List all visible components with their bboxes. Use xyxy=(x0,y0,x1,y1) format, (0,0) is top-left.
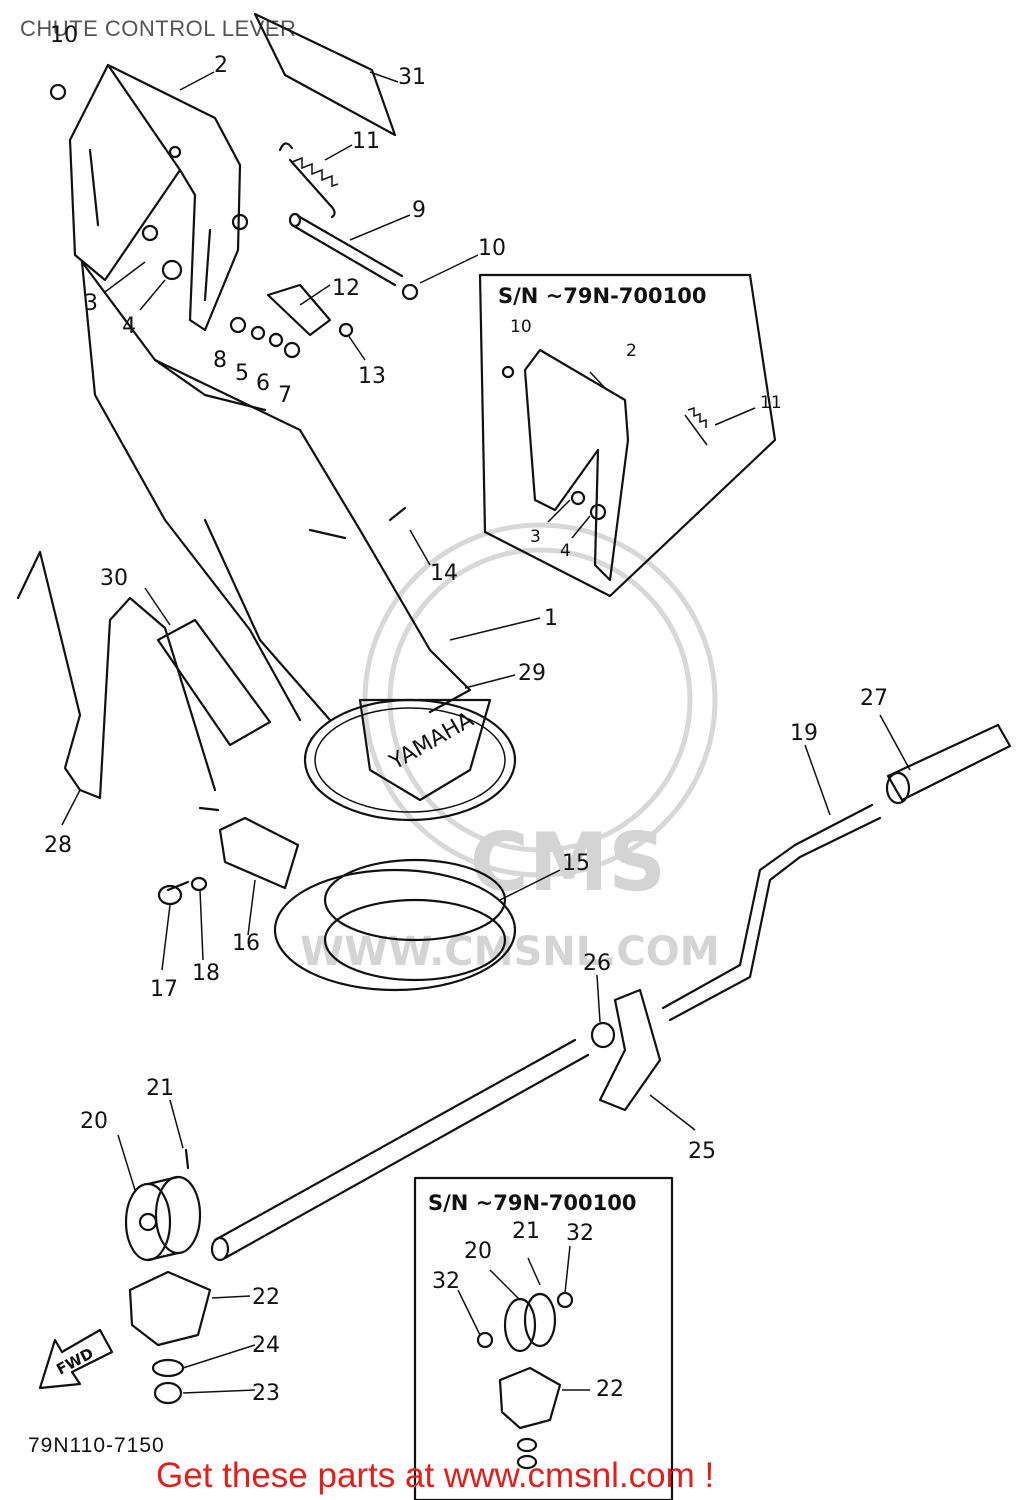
callout-16: 16 xyxy=(232,931,260,956)
callout-21: 21 xyxy=(146,1076,174,1101)
leader-lines xyxy=(61,71,911,1394)
callout-22: 22 xyxy=(252,1285,280,1310)
callout-13: 13 xyxy=(358,364,386,389)
callout-3: 3 xyxy=(84,291,98,316)
callout-5: 5 xyxy=(235,361,249,386)
inset-bottom-callout-21: 21 xyxy=(512,1219,540,1244)
callout-11: 11 xyxy=(352,129,380,154)
callout-1: 1 xyxy=(544,606,558,631)
callout-4: 4 xyxy=(122,314,136,339)
callout-20: 20 xyxy=(80,1109,108,1134)
callout-10: 10 xyxy=(478,236,506,261)
callout-30: 30 xyxy=(100,566,128,591)
part-15-ring xyxy=(273,858,517,992)
callout-17: 17 xyxy=(150,977,178,1002)
callout-15: 15 xyxy=(562,851,590,876)
callout-23: 23 xyxy=(252,1381,280,1406)
part-25-bracket xyxy=(590,988,662,1112)
shaft xyxy=(210,1038,590,1262)
inset-bottom: S/N ~79N-700100 xyxy=(413,1176,674,1500)
watermark-text: WWW.CMSNL.COM xyxy=(300,929,720,975)
part-20-pulley xyxy=(124,1148,212,1405)
inset-top: S/N ~79N-700100 xyxy=(478,273,777,598)
callout-14: 14 xyxy=(430,561,458,586)
callout-29: 29 xyxy=(518,661,546,686)
part-28-rod xyxy=(16,550,220,812)
part-30-label xyxy=(156,618,272,747)
callout-27: 27 xyxy=(860,686,888,711)
callout-10-top: 10 xyxy=(50,23,78,48)
inset-top-callout-4: 4 xyxy=(560,541,571,561)
watermark-logo-text: CMS xyxy=(470,816,666,909)
inset-top-callout-11: 11 xyxy=(760,393,782,413)
inset-top-callout-3: 3 xyxy=(530,527,541,547)
inset-top-callout-2: 2 xyxy=(626,341,637,361)
hardware-upper xyxy=(49,83,419,359)
callout-2: 2 xyxy=(214,53,228,78)
inset-bottom-callout-20: 20 xyxy=(464,1239,492,1264)
callouts: 10 2 31 11 9 10 3 4 12 8 5 6 7 13 14 30 … xyxy=(44,23,888,1406)
callout-8: 8 xyxy=(213,348,227,373)
part-16-bracket xyxy=(157,816,300,906)
callout-7: 7 xyxy=(278,383,292,408)
inset-bottom-callout-32a: 32 xyxy=(566,1221,594,1246)
callout-28: 28 xyxy=(44,833,72,858)
callout-18: 18 xyxy=(192,961,220,986)
inset-bottom-callout-32b: 32 xyxy=(432,1269,460,1294)
footer-link[interactable]: Get these parts at www.cmsnl.com ! xyxy=(156,1456,715,1495)
drawing-code: 79N110-7150 xyxy=(28,1434,165,1457)
callout-25: 25 xyxy=(688,1139,716,1164)
part-9-pin xyxy=(288,212,404,287)
part-2-deflector xyxy=(68,63,242,332)
inset-top-callouts: 10 2 11 3 4 xyxy=(510,317,782,561)
callout-31: 31 xyxy=(398,65,426,90)
inset-bottom-label: S/N ~79N-700100 xyxy=(428,1191,636,1215)
inset-top-callout-10: 10 xyxy=(510,317,532,337)
callout-6: 6 xyxy=(256,371,270,396)
callout-24: 24 xyxy=(252,1333,280,1358)
inset-top-label: S/N ~79N-700100 xyxy=(498,284,706,308)
inset-bottom-callouts: 21 32 20 32 22 xyxy=(432,1219,624,1402)
fwd-arrow: FWD xyxy=(38,1328,114,1390)
part-11-spring xyxy=(278,142,339,219)
diagram-title: CHUTE CONTROL LEVER xyxy=(20,16,297,41)
callout-12: 12 xyxy=(332,276,360,301)
callout-19: 19 xyxy=(790,721,818,746)
callout-26: 26 xyxy=(583,951,611,976)
part-19-handle xyxy=(661,723,1012,1022)
callout-9: 9 xyxy=(412,198,426,223)
inset-bottom-callout-22: 22 xyxy=(596,1377,624,1402)
part-31-decal xyxy=(253,12,397,137)
